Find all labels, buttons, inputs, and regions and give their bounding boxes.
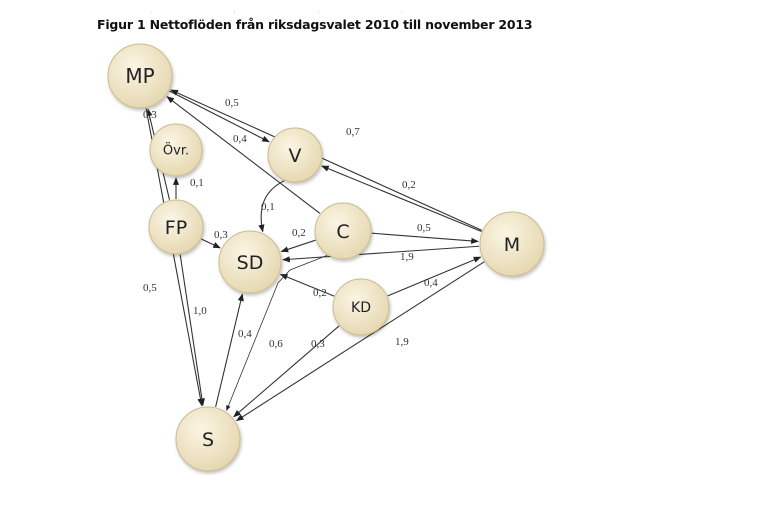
node-circle xyxy=(148,199,204,255)
node-label: SD xyxy=(237,252,264,274)
node-label: FP xyxy=(165,217,187,239)
node-sd: SD xyxy=(218,230,282,294)
edge-value-label: 0,1 xyxy=(261,201,275,213)
edge-value-label: 0,2 xyxy=(402,179,416,191)
node-circle xyxy=(314,202,372,260)
node-circle xyxy=(107,43,173,109)
edge-value-label: 0,5 xyxy=(225,97,239,109)
edge-fp-to-s xyxy=(179,254,205,407)
edge-value-label: 0,4 xyxy=(424,277,438,289)
edge-m-to-v xyxy=(321,165,482,232)
edge-value-label: 0,6 xyxy=(269,338,283,350)
node-label: S xyxy=(202,429,214,451)
node-label: C xyxy=(336,221,349,243)
edge-kd-to-m xyxy=(387,256,482,297)
edge-value-label: 0,2 xyxy=(292,227,306,239)
node-s: S xyxy=(175,406,241,472)
figure-title: Figur 1 Nettoflöden från riksdagsvalet 2… xyxy=(97,17,533,32)
edge-c-to-m xyxy=(371,232,479,244)
node-fp: FP xyxy=(148,199,204,255)
edge-value-label: 0,5 xyxy=(143,282,157,294)
edge-v-to-sd xyxy=(258,180,285,233)
edge-value-label: 0,1 xyxy=(190,177,204,189)
node-circle xyxy=(175,406,241,472)
edge-value-label: 0,3 xyxy=(311,338,325,350)
node-circle xyxy=(479,211,545,277)
edge-kd-to-s xyxy=(233,325,340,418)
node-label: Övr. xyxy=(163,142,189,159)
node-m: M xyxy=(479,211,545,277)
edge-value-label: 0,2 xyxy=(313,287,327,299)
node-label: MP xyxy=(125,64,154,88)
edge-value-label: 0,5 xyxy=(417,222,431,234)
edge-value-label: 0,3 xyxy=(214,229,228,241)
node-circle xyxy=(149,123,203,177)
edge-s-to-sd xyxy=(215,293,244,408)
edge-mp-to-v xyxy=(169,90,270,143)
edge-c-to-sd xyxy=(280,239,316,253)
node-label: V xyxy=(289,145,302,167)
node-circle xyxy=(332,278,390,336)
node-circle xyxy=(218,230,282,294)
edge-kd-to-sd xyxy=(279,273,335,297)
edge-value-label: 1,0 xyxy=(193,305,207,317)
edge-m-to-s xyxy=(235,261,485,422)
edge-m-to-sd xyxy=(282,245,480,263)
node-circle xyxy=(267,127,323,183)
edge-m-to-mp xyxy=(170,89,483,231)
edge-value-label: 0,3 xyxy=(143,109,157,121)
edge-c-to-s xyxy=(226,254,328,411)
node-kd: KD xyxy=(332,278,390,336)
edge-c-to-mp xyxy=(166,96,321,214)
node-v: V xyxy=(267,127,323,183)
edge-value-label: 0,7 xyxy=(346,126,360,138)
edge-value-label: 1,9 xyxy=(395,336,409,348)
node-mp: MP xyxy=(107,43,173,109)
scan-artifact-dots: · · · · xyxy=(150,10,443,16)
node-label: M xyxy=(504,234,520,256)
node-label: KD xyxy=(351,300,371,316)
edge-value-label: 1,9 xyxy=(400,251,414,263)
edge-fp-to-sd xyxy=(201,238,221,249)
node-c: C xyxy=(314,202,372,260)
edge-value-label: 0,4 xyxy=(233,133,247,145)
node-ovr: Övr. xyxy=(149,123,203,177)
edge-value-label: 0,4 xyxy=(238,328,252,340)
